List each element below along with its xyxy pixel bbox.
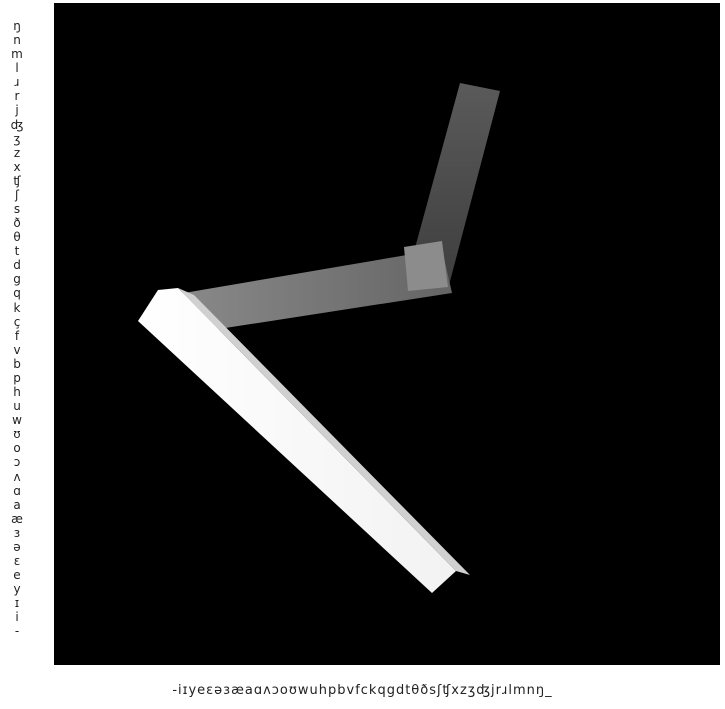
y-axis-symbol: b xyxy=(13,358,21,370)
y-axis-symbol: ç xyxy=(14,316,21,328)
y-axis-symbol: m xyxy=(11,48,23,60)
lower-band-shadow xyxy=(178,288,470,575)
y-axis-symbol: j xyxy=(15,104,18,116)
y-axis-symbol: ɹ xyxy=(15,76,20,88)
y-axis-symbol: a xyxy=(13,499,20,511)
y-axis-symbol: y xyxy=(13,583,20,595)
y-axis-symbol: i xyxy=(15,611,18,623)
y-axis-symbol: e xyxy=(13,569,20,581)
y-axis-symbol: ŋ xyxy=(13,20,21,32)
y-axis-symbol: v xyxy=(13,344,20,356)
y-axis-symbol: r xyxy=(15,90,20,102)
y-axis-symbol: k xyxy=(14,302,21,314)
y-axis-symbol: θ xyxy=(13,231,20,243)
y-axis-symbol: n xyxy=(13,34,21,46)
y-axis-symbol: - xyxy=(15,625,19,637)
y-axis-symbol: t xyxy=(15,245,20,257)
lower-bright-band xyxy=(138,288,456,593)
y-axis-symbol: z xyxy=(14,147,20,159)
y-axis-symbol: p xyxy=(13,372,21,384)
y-axis-symbol: o xyxy=(13,442,20,454)
joint-block xyxy=(404,241,448,291)
y-axis-symbol: ɛ xyxy=(14,555,21,567)
y-axis-symbol: ʤ xyxy=(11,119,24,131)
y-axis-symbol: d xyxy=(13,259,21,271)
y-axis-symbol: ɜ xyxy=(14,527,20,539)
y-axis-symbol: ʧ xyxy=(13,175,20,187)
y-axis-symbol: x xyxy=(13,161,20,173)
y-axis-symbol: l xyxy=(15,62,18,74)
plot-svg xyxy=(54,3,720,665)
y-axis-symbol: u xyxy=(13,400,21,412)
y-axis-symbol: ɪ xyxy=(15,597,19,609)
y-axis-symbol: ə xyxy=(13,541,20,553)
y-axis-symbol: ʊ xyxy=(13,428,20,440)
y-axis-symbol: ɔ xyxy=(14,456,21,468)
y-axis-symbol: ʃ xyxy=(15,189,19,201)
y-axis-symbol: f xyxy=(15,330,19,342)
x-axis-symbol-labels: -iɪyeɛəɜæaɑʌɔoʊwuhpbvfckqgdtθðsʃʧxzʒʤjrɹ… xyxy=(0,683,725,698)
y-axis-symbol: g xyxy=(13,273,21,285)
y-axis-symbol: ʌ xyxy=(13,471,20,483)
y-axis-symbol: æ xyxy=(11,513,23,525)
y-axis-symbol: ʒ xyxy=(14,133,21,145)
y-axis-symbol: ð xyxy=(13,217,20,229)
y-axis-symbol: q xyxy=(13,287,21,299)
y-axis-symbol: w xyxy=(12,414,22,426)
y-axis-symbol: h xyxy=(13,386,21,398)
attention-plot-canvas xyxy=(54,3,720,665)
y-axis-symbol: s xyxy=(14,203,20,215)
y-axis-symbol: ɑ xyxy=(13,485,21,497)
